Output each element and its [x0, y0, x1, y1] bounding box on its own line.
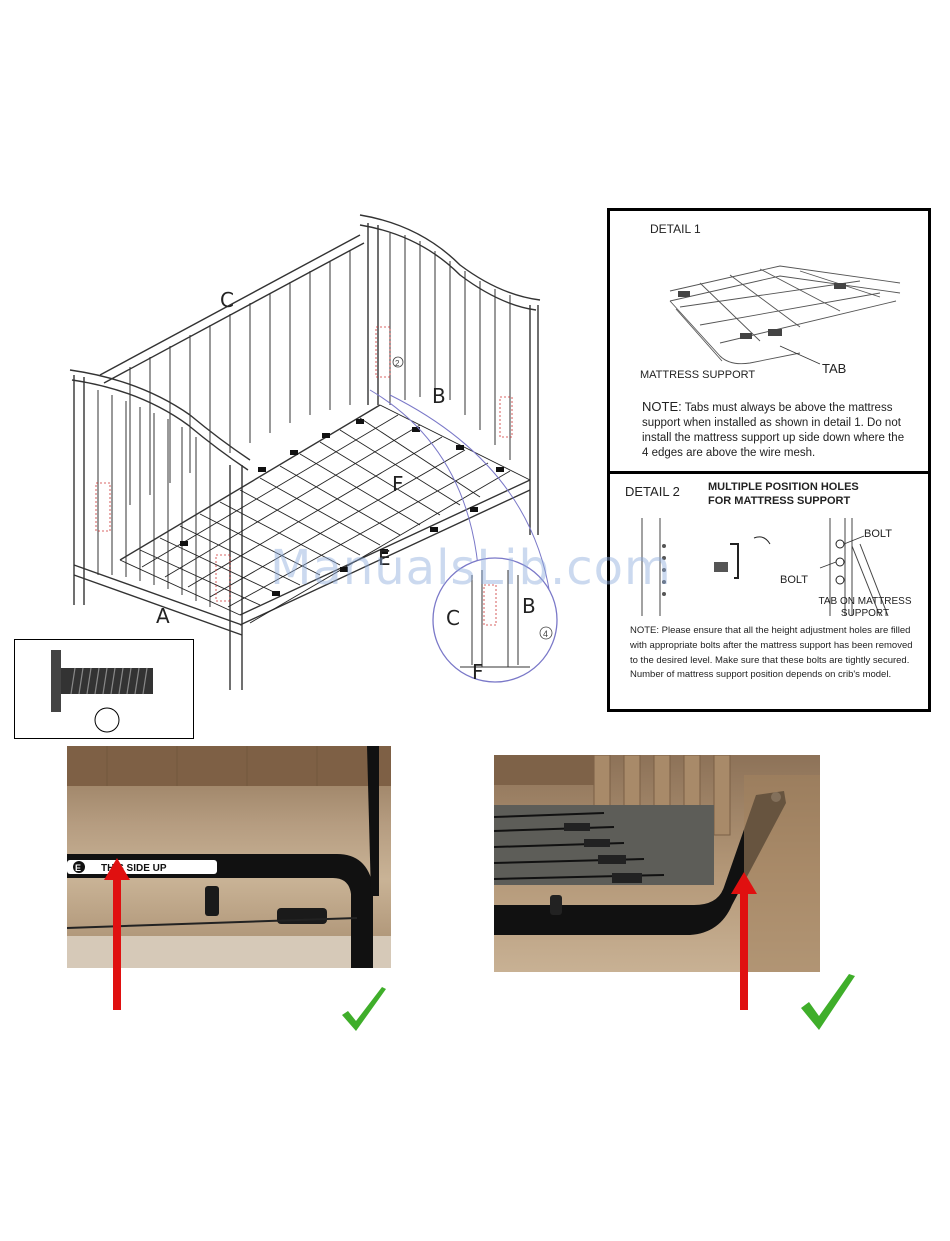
detail-1-illustration [669, 265, 901, 365]
check-icon-left [342, 987, 386, 1031]
detail-2-title: DETAIL 2 [625, 484, 680, 499]
detail-1-note: NOTE: Tabs must always be above the matt… [642, 399, 905, 459]
label-a: A [156, 604, 170, 628]
label-b: B [432, 384, 446, 408]
detail-1-title: DETAIL 1 [650, 222, 701, 236]
bolt-right-label: BOLT [864, 528, 892, 540]
quantity-circle [94, 707, 120, 733]
photo-right [494, 755, 820, 972]
sticker-text: THIS SIDE UP [101, 863, 167, 874]
label-e: E [378, 546, 391, 570]
bolt-head-icon [51, 650, 61, 712]
check-icon-right [801, 974, 855, 1030]
detail-1-box: DETAIL 1 MATTRESS SUPPORT TAB NOTE: Tabs… [607, 208, 931, 474]
tab-on-mattress-label: TAB ON MATTRESS SUPPORT [818, 596, 912, 619]
callout-label-c: C [446, 606, 460, 630]
detail-2-box: DETAIL 2 MULTIPLE POSITION HOLES FOR MAT… [607, 471, 931, 712]
red-arrow-right [731, 872, 757, 1010]
crib-diagram: A B C F E C B F 2 4 [60, 205, 620, 695]
bolt-part-box [14, 639, 194, 739]
bolt-left-label: BOLT [780, 574, 808, 586]
red-arrow-left [104, 858, 130, 1010]
mattress-support-label: MATTRESS SUPPORT [640, 369, 756, 381]
label-c: C [220, 288, 234, 312]
callout-label-f: F [472, 660, 484, 684]
detail-2-note: NOTE: Please ensure that all the height … [630, 625, 913, 681]
label-f: F [392, 472, 404, 496]
detail-2-illustration [641, 518, 889, 616]
bolt-number-2: 2 [395, 359, 400, 368]
tab-label: TAB [822, 361, 847, 376]
sticker-letter: E [75, 863, 81, 873]
watermark: ManualsLib.com [270, 540, 672, 596]
callout-label-b: B [522, 594, 536, 618]
detail-2-heading: MULTIPLE POSITION HOLES FOR MATTRESS SUP… [708, 481, 859, 507]
bolt-number-4: 4 [543, 629, 548, 639]
